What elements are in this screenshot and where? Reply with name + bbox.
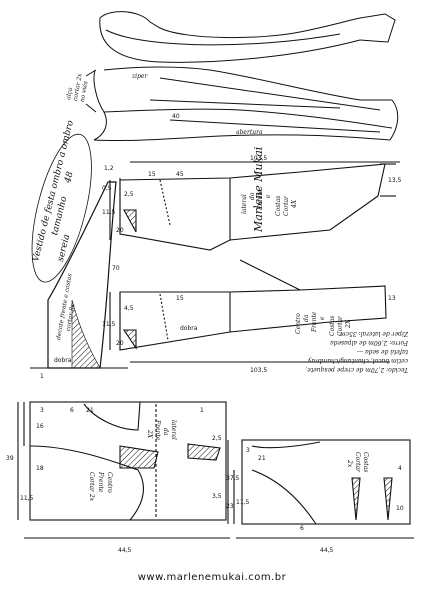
bf-16: 16 (36, 423, 44, 430)
bf-445: 44,5 (118, 547, 132, 554)
bf-35: 3,5 (212, 493, 222, 500)
skirt-lat-15: 15 (148, 171, 156, 178)
bf-lateral-label: lateral da Frente 2X (146, 419, 177, 441)
bb-label: Costas Cortar 2x (346, 452, 369, 473)
svg-text:Cortar: Cortar (283, 195, 290, 216)
svg-text:Costas: Costas (362, 452, 369, 472)
svg-text:e: e (265, 194, 272, 198)
bb-21: 21 (258, 455, 266, 462)
skirt-lat-12: 1,2 (104, 165, 114, 172)
svg-text:cortar 2x: cortar 2x (72, 72, 84, 101)
svg-text:tafetá de seda ---: tafetá de seda --- (357, 348, 408, 355)
bf-115: 11,5 (20, 495, 34, 502)
svg-text:Cortar: Cortar (354, 452, 361, 473)
skirt-cen-103: 103,5 (250, 367, 267, 374)
bb-23: 23 (226, 503, 234, 510)
svg-text:Ziper de lateral: 35cm.: Ziper de lateral: 35cm. (338, 330, 409, 337)
bf-center-label: Centro Frente Cortar 2x (88, 471, 113, 502)
skirt-lat-25: 2,5 (124, 191, 134, 198)
svg-text:Tecido: 2,70m de crepe pesquet: Tecido: 2,70m de crepe pesquete, (305, 366, 408, 373)
svg-text:Frente: Frente (257, 189, 264, 211)
title-block: Vestido de festa ombro a ombro tamanho 4… (31, 119, 92, 283)
skirt-centro-piece (109, 259, 390, 363)
svg-text:alça: alça (65, 86, 74, 100)
svg-text:lateral: lateral (170, 420, 177, 440)
svg-text:2X: 2X (146, 429, 153, 439)
bf-21: 21 (86, 407, 94, 414)
bf-3: 3 (40, 407, 44, 414)
bb-445: 44,5 (320, 547, 334, 554)
skirt-lat-135: 13,5 (388, 177, 402, 184)
bb-4: 4 (398, 465, 402, 472)
svg-text:da: da (303, 314, 310, 322)
skirt-cen-115: 11,5 (102, 321, 116, 328)
skirt-lateral-piece (109, 161, 400, 251)
decote-piece (30, 181, 128, 369)
bf-18: 18 (36, 465, 44, 472)
skirt-cen-20: 20 (116, 340, 124, 347)
skirt-cen-15: 15 (176, 295, 184, 302)
fabric-notes: Tecido: 2,70m de crepe pesquete, cetim b… (305, 330, 409, 373)
skirt-lat-label: lateral do Frente e (241, 189, 272, 214)
svg-text:Centro: Centro (295, 313, 302, 334)
skirt-lat-115: 11,5 (102, 209, 116, 216)
skirt-cen-dobra: dobra (180, 325, 198, 332)
dim-40: 40 (172, 113, 180, 120)
svg-text:Frente: Frente (154, 419, 161, 441)
bb-10: 10 (396, 505, 404, 512)
website-footer: www.marlenemukai.com.br (137, 572, 287, 583)
decote-dobra: dobra (54, 357, 72, 364)
svg-text:cortar 8x: cortar 8x (65, 303, 77, 332)
svg-text:lateral: lateral (241, 194, 248, 214)
svg-text:cetim bucol, chantung/chambray: cetim bucol, chantung/chambray (307, 357, 408, 364)
ziper-label: ziper (131, 73, 148, 80)
skirt-cen-13: 13 (388, 295, 396, 302)
svg-text:do: do (249, 192, 256, 200)
svg-text:e: e (319, 316, 326, 320)
bodice-back-piece (227, 439, 414, 539)
skirt-lat-45: 45 (176, 171, 184, 178)
skirt-lat-20: 20 (116, 227, 124, 234)
svg-text:Costas: Costas (275, 196, 282, 216)
bb-115: 11,5 (236, 499, 250, 506)
bodice-front-piece (17, 401, 230, 539)
bf-25: 2,5 (212, 435, 222, 442)
skirt-cen-45: 4,5 (124, 305, 134, 312)
skirt-cen-label: Centro da Frente e (295, 311, 326, 334)
title-size: 48 (63, 170, 76, 185)
bb-375: 37,5 (226, 475, 240, 482)
abertura-label: abertura (236, 129, 263, 136)
svg-text:Frente: Frente (97, 471, 104, 493)
svg-text:Forro: 2,60m de alpaseda: Forro: 2,60m de alpaseda (330, 339, 409, 346)
dress-sketch (85, 11, 399, 142)
svg-text:4X: 4X (291, 199, 298, 209)
svg-text:2x: 2x (346, 459, 353, 468)
svg-text:da: da (162, 428, 169, 436)
bb-3: 3 (246, 447, 250, 454)
bb-6: 6 (300, 525, 304, 532)
signature: Marlene Mukai (252, 147, 265, 233)
alca-label: alça cortar 2x no viés (65, 72, 90, 103)
svg-text:Frente: Frente (311, 311, 318, 333)
svg-text:Costas: Costas (329, 316, 336, 336)
svg-text:Cortar 2x: Cortar 2x (88, 472, 95, 502)
dim-70: 70 (112, 265, 120, 272)
svg-text:no viés: no viés (79, 81, 90, 103)
svg-text:Centro: Centro (106, 472, 113, 493)
svg-text:Cortar: Cortar (337, 315, 344, 336)
skirt-lat-103: 103,5 (250, 155, 267, 162)
bf-1: 1 (200, 407, 204, 414)
skirt-lat-05: 0,5 (102, 185, 112, 192)
bf-6: 6 (70, 407, 74, 414)
svg-text:2X: 2X (345, 319, 352, 329)
bf-39: 39 (6, 455, 14, 462)
dim-1: 1 (40, 373, 44, 380)
